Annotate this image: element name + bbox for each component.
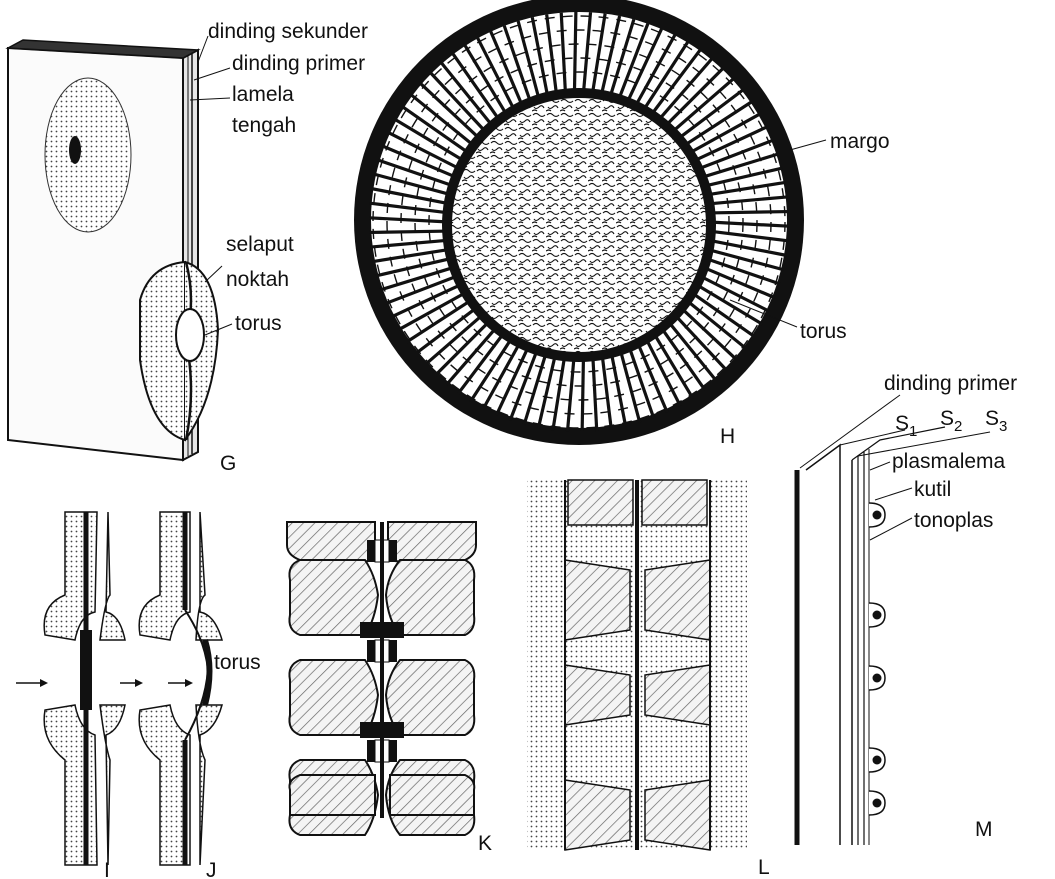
- panel-letter-m: M: [975, 818, 993, 841]
- label-torus-h: torus: [800, 320, 847, 343]
- label-kutil: kutil: [914, 478, 951, 501]
- label-s3: S3: [985, 407, 1007, 435]
- label-dinding-primer: dinding primer: [232, 52, 365, 75]
- label-dinding-sekunder: dinding sekunder: [208, 20, 368, 43]
- panel-letter-k: K: [478, 832, 492, 855]
- panel-letter-i: I: [104, 859, 110, 879]
- torus-h: [447, 93, 711, 357]
- panel-letter-h: H: [720, 425, 735, 448]
- pit-aperture: [69, 136, 81, 164]
- torus-j: [205, 640, 210, 705]
- label-margo: margo: [830, 130, 890, 153]
- label-lamela: lamela: [232, 83, 294, 106]
- bordered-pit-face: [45, 78, 131, 232]
- panel-h: margo torus H: [354, 0, 890, 448]
- panel-m: dinding primer S1 S2 S3 plasmalema kutil…: [797, 372, 1017, 845]
- label-torus-j: torus: [214, 651, 261, 674]
- panel-j: torus J: [120, 512, 261, 879]
- label-tonoplas: tonoplas: [914, 509, 993, 532]
- panel-k: K: [287, 522, 492, 855]
- label-s2: S2: [940, 407, 962, 435]
- label-plasmalema: plasmalema: [892, 450, 1006, 473]
- panel-letter-j: J: [206, 859, 217, 879]
- panel-g: dinding sekunder dinding primer lamela t…: [8, 20, 368, 475]
- panel-l: L: [527, 480, 770, 879]
- label-tengah: tengah: [232, 114, 296, 137]
- warts: [869, 503, 885, 815]
- panel-letter-g: G: [220, 452, 236, 475]
- label-noktah: noktah: [226, 268, 289, 291]
- panel-letter-l: L: [758, 856, 770, 879]
- label-selaput: selaput: [226, 233, 294, 256]
- label-dinding-primer-m: dinding primer: [884, 372, 1017, 395]
- panel-i: I: [16, 512, 125, 879]
- torus-i: [80, 630, 92, 710]
- torus-g: [176, 309, 204, 361]
- label-torus-g: torus: [235, 312, 282, 335]
